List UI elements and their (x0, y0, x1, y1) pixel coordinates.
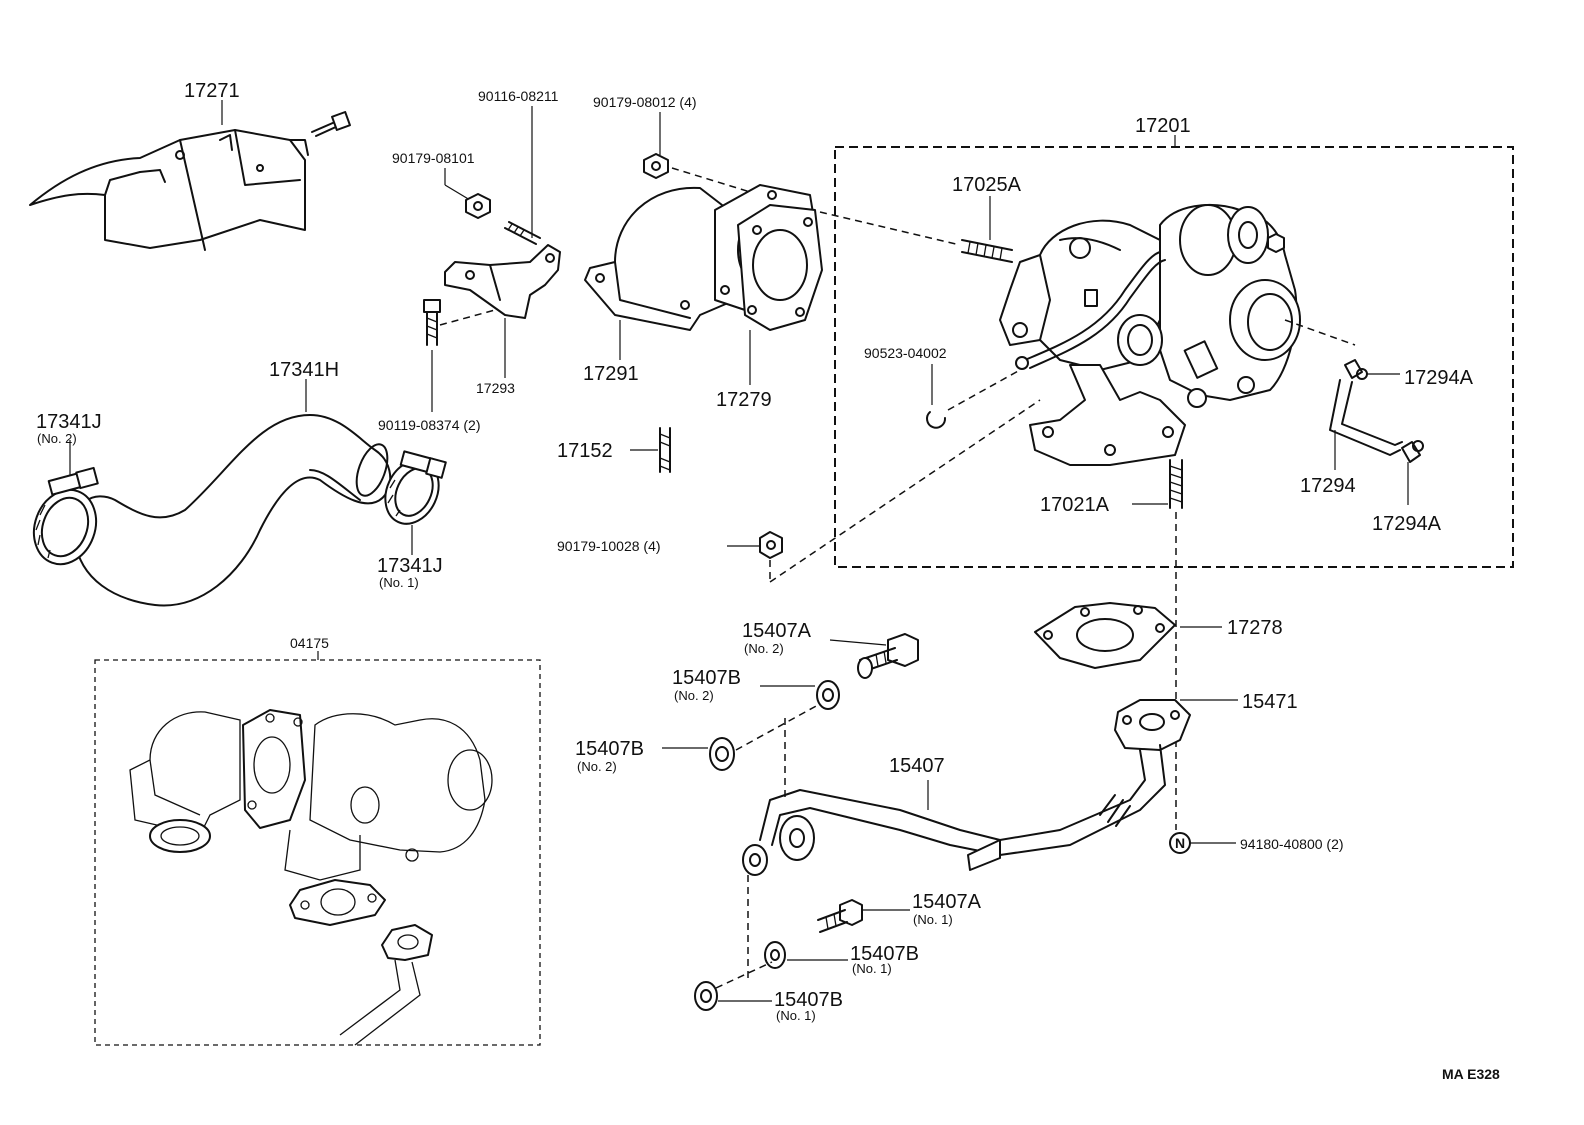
part-sublabel-15407A-top: (No. 2) (744, 641, 784, 656)
part-label-17271: 17271 (184, 80, 240, 102)
part-sublabel-15407B-d: (No. 1) (776, 1008, 816, 1023)
intake-hose-part (73, 414, 392, 607)
part-label-17341J-left: 17341J (36, 411, 102, 433)
part-label-17294A-top: 17294A (1404, 367, 1474, 389)
part-label-90523-04002: 90523-04002 (864, 345, 947, 361)
part-label-94180-40800: 94180-40800 (2) (1240, 836, 1344, 852)
gasket-part (737, 204, 823, 331)
part-sublabel-17341J-left: (No. 2) (37, 431, 77, 446)
stud-part-2 (659, 427, 671, 473)
nut-part-3 (759, 531, 783, 559)
stud-part (504, 221, 541, 245)
hose-clamp-part (32, 466, 99, 566)
part-label-90179-10028: 90179-10028 (4) (557, 538, 661, 554)
washer-part-4 (694, 981, 718, 1011)
part-label-90179-08101: 90179-08101 (392, 150, 475, 166)
stud-part-4 (1169, 459, 1183, 509)
part-label-15407B-a: 15407B (672, 667, 741, 689)
washer-part (816, 680, 840, 710)
nut-part-2 (643, 153, 669, 179)
washer-part-2 (709, 737, 735, 771)
part-label-17201: 17201 (1135, 115, 1191, 137)
part-label-17341H: 17341H (269, 359, 339, 381)
part-label-90116-08211: 90116-08211 (478, 88, 559, 104)
part-label-04175: 04175 (290, 635, 329, 651)
union-bolt-part (857, 633, 919, 679)
part-label-17025A: 17025A (952, 174, 1022, 196)
clip-part (926, 411, 947, 429)
nut-part (465, 193, 491, 219)
part-label-17279: 17279 (716, 389, 772, 411)
part-label-15407A-top: 15407A (742, 620, 812, 642)
part-label-15407B-b: 15407B (575, 738, 644, 760)
part-sublabel-15407B-b: (No. 2) (577, 759, 617, 774)
part-sublabel-15407B-c: (No. 1) (852, 961, 892, 976)
part-label-17152: 17152 (557, 440, 613, 462)
part-label-17294: 17294 (1300, 475, 1356, 497)
part-label-17294A-bottom: 17294A (1372, 513, 1442, 535)
part-label-17278: 17278 (1227, 617, 1283, 639)
turbocharger-part (999, 204, 1301, 466)
gasket-part-2 (1034, 602, 1176, 669)
gasket-kit-illustration (129, 709, 493, 1046)
oil-pipe-part (742, 699, 1191, 876)
part-label-15407B-d: 15407B (774, 989, 843, 1011)
new-part-mark-letter: N (1175, 835, 1185, 851)
part-label-15407A-bottom: 15407A (912, 891, 982, 913)
part-sublabel-17341J-right: (No. 1) (379, 575, 419, 590)
hose-part (1329, 379, 1403, 456)
part-label-15407: 15407 (889, 755, 945, 777)
part-label-15407B-c: 15407B (850, 943, 919, 965)
part-label-17293: 17293 (476, 380, 515, 396)
flange-bolt-part (423, 299, 441, 346)
stud-part-3 (961, 239, 1013, 263)
washer-part-3 (764, 941, 786, 969)
bolt-part (311, 111, 351, 137)
part-label-17021A: 17021A (1040, 494, 1110, 516)
heat-insulator-part (29, 129, 309, 251)
part-sublabel-15407B-a: (No. 2) (674, 688, 714, 703)
part-label-17341J-right: 17341J (377, 555, 443, 577)
part-label-15471: 15471 (1242, 691, 1298, 713)
turbo-assembly-boundary (834, 146, 1514, 568)
part-sublabel-15407A-bottom: (No. 1) (913, 912, 953, 927)
diagram-code: MA E328 (1442, 1066, 1500, 1082)
clip-part-3 (1401, 440, 1424, 463)
part-label-90119-08374: 90119-08374 (2) (378, 417, 480, 433)
bracket-part (444, 244, 561, 319)
part-label-90179-08012: 90179-08012 (4) (593, 94, 697, 110)
hose-clamp-part-2 (384, 450, 447, 525)
union-bolt-part-2 (817, 899, 863, 933)
clip-part-2 (1344, 359, 1368, 380)
gasket-kit-boundary (94, 659, 541, 1046)
part-label-17291: 17291 (583, 363, 639, 385)
